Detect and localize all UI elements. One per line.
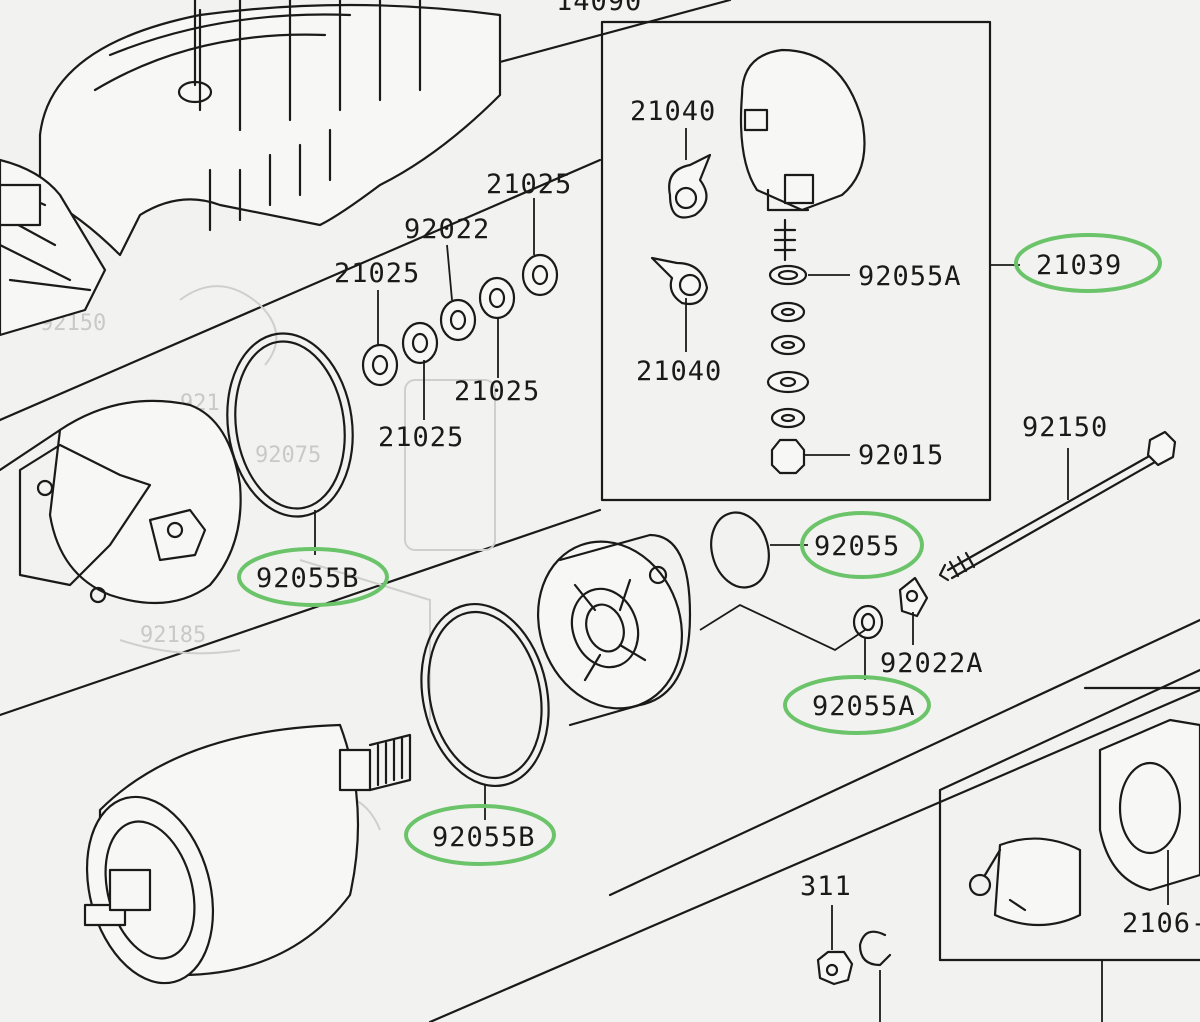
label-92055: 92055	[814, 531, 900, 562]
label-311: 311	[800, 871, 852, 902]
highlight-92055B-lower	[404, 804, 556, 866]
solenoid-box	[938, 668, 1200, 1022]
oring-92055	[710, 511, 808, 589]
label-92022: 92022	[404, 214, 490, 245]
through-bolt	[938, 430, 1177, 582]
highlight-21039	[1014, 233, 1162, 293]
ghost-drawing: 92150 921 92075 92185	[40, 285, 496, 831]
small-parts	[699, 576, 929, 680]
oring-92055B-lower	[420, 602, 550, 820]
label-92055B-lower: 92055B	[432, 822, 536, 853]
washer-stack	[361, 198, 559, 420]
nut-and-clip	[816, 905, 892, 1022]
label-21064: 2106-	[1122, 908, 1200, 939]
label-21040-bottom: 21040	[636, 356, 722, 387]
label-92022A: 92022A	[880, 648, 984, 679]
highlight-92055	[800, 511, 924, 579]
label-92150: 92150	[1022, 412, 1108, 443]
front-cover	[536, 533, 692, 727]
label-92015: 92015	[858, 440, 944, 471]
starter-yoke	[83, 723, 412, 985]
ghost-label: 92185	[140, 623, 206, 648]
label-92055B-left: 92055B	[256, 563, 360, 594]
label-92055A: 92055A	[812, 691, 916, 722]
label-21025-c: 21025	[454, 376, 540, 407]
label-21025-b: 21025	[334, 258, 420, 289]
part-labels: 14090 21040 21040 21025 92022 21025 2102…	[256, 0, 1200, 939]
starter-end-cover	[0, 399, 242, 605]
oring-92055B-left	[226, 332, 354, 555]
label-92055A-kit: 92055A	[858, 261, 962, 292]
label-21025-a: 21025	[486, 169, 572, 200]
highlight-rings	[237, 233, 1162, 866]
label-21040-top: 21040	[630, 96, 716, 127]
highlight-92055B-left	[237, 547, 389, 607]
label-14090: 14090	[556, 0, 642, 17]
label-21039: 21039	[1036, 250, 1122, 281]
crankcase-section	[0, 0, 502, 337]
label-21025-d: 21025	[378, 422, 464, 453]
highlight-92055A	[783, 675, 931, 735]
ghost-label: 92075	[255, 443, 321, 468]
brush-kit-box	[600, 20, 1020, 502]
